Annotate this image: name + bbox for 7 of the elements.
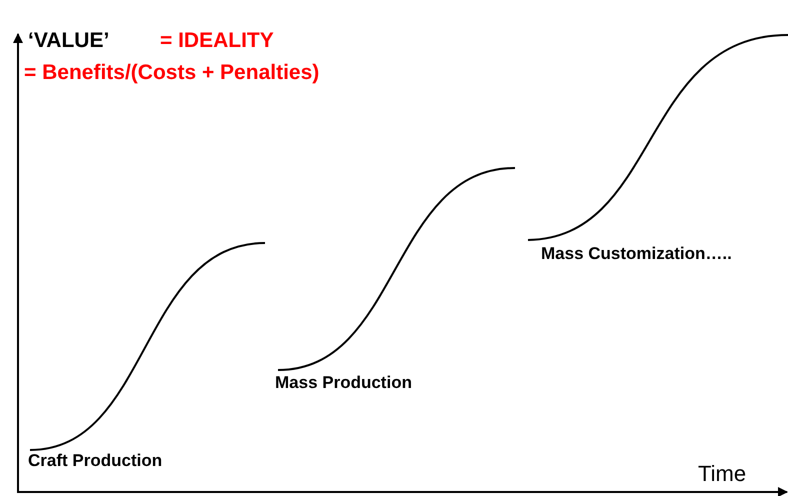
axis-label: Time <box>698 463 746 485</box>
stage-label: Mass Production <box>275 374 412 391</box>
formula-text: = Benefits/(Costs + Penalties) <box>24 62 320 83</box>
stage-label: Mass Customization….. <box>541 245 732 262</box>
axis-label: ‘VALUE’ <box>28 30 110 51</box>
formula-text: = IDEALITY <box>160 30 274 51</box>
stage-label: Craft Production <box>28 452 162 469</box>
